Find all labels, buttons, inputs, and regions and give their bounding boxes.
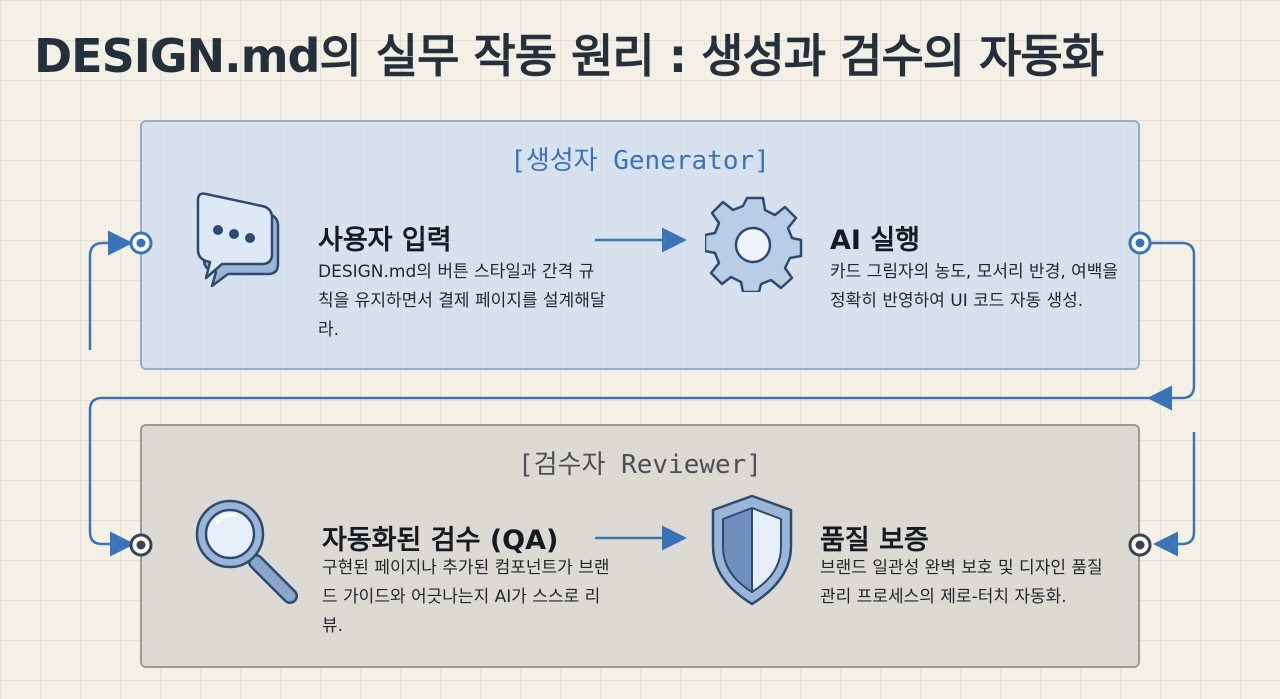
connector-right-lower — [1153, 432, 1196, 557]
connector-right-down — [1141, 241, 1196, 411]
step-title-user-input: 사용자 입력 — [318, 225, 452, 256]
step-desc-ai-run: 카드 그림자의 농도, 모서리 반경, 여백을 정확히 반영하여 UI 코드 자… — [830, 262, 1119, 311]
step-title-qa: 자동화된 검수 (QA) — [322, 525, 559, 556]
step-desc-user-input: DESIGN.md의 버튼 스타일과 간격 규칙을 유지하면서 결제 페이지를 … — [318, 262, 606, 340]
generator-panel: [생성자 Generator] — [140, 120, 1140, 370]
generator-label: [생성자 Generator] — [510, 146, 770, 176]
reviewer-panel: [검수자 Reviewer] — [140, 424, 1140, 668]
step-desc-quality: 브랜드 일관성 완벽 보호 및 디자인 품질 관리 프로세스의 제로-터치 자동… — [820, 558, 1103, 607]
connector-return-left — [88, 396, 1152, 557]
step-desc-qa: 구현된 페이지나 추가된 컴포넌트가 브랜드 가이드와 어긋나는지 AI가 스스… — [322, 558, 610, 636]
page-title: DESIGN.md의 실무 작동 원리 : 생성과 검수의 자동화 — [34, 29, 1104, 83]
reviewer-label: [검수자 Reviewer] — [518, 450, 762, 480]
step-title-quality: 품질 보증 — [820, 525, 929, 556]
magnifier-icon — [195, 499, 298, 604]
connector-left-up — [88, 230, 133, 350]
step-title-ai-run: AI 실행 — [830, 225, 921, 256]
shield-icon — [711, 494, 793, 606]
gear-icon — [705, 196, 803, 292]
chat-bubble-icon — [196, 192, 280, 288]
